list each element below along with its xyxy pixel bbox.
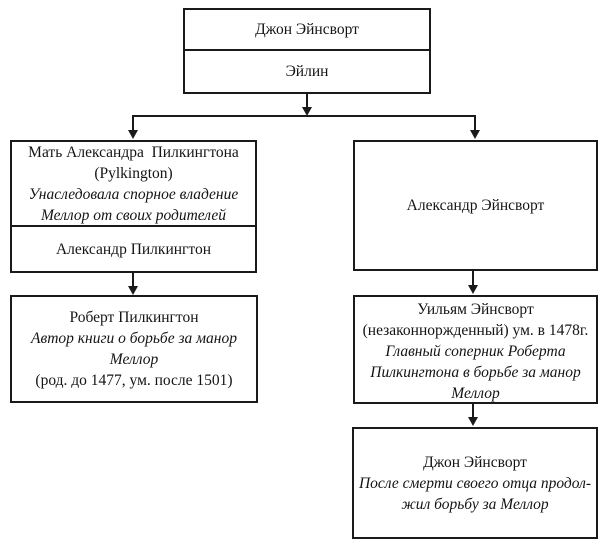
root-mother-name: Эйлин <box>285 63 329 80</box>
box-root-couple: Джон Эйнсворт Эйлин <box>183 8 431 94</box>
john-ainsworth-son-cell: Джон Эйнсворт После смерти своего отца п… <box>354 429 596 537</box>
connector-left-column <box>132 273 134 287</box>
john-son-note-line1: После смерти своего отца продол- <box>358 474 592 492</box>
connector-root-stem <box>306 94 308 109</box>
william-note-line3: Меллор <box>451 385 500 402</box>
john-son-note-line2: жил борьбу за Меллор <box>401 495 549 513</box>
connector-right-column-1 <box>472 271 474 286</box>
connector-right-drop <box>474 116 476 131</box>
arrowhead-left-column <box>128 286 138 295</box>
box-alexander-ainsworth: Александр Эйнсворт <box>353 140 598 271</box>
alexander-pilkington-cell: Александр Пилкингтон <box>12 227 255 271</box>
alexander-ainsworth-cell: Александр Эйнсворт <box>355 142 596 269</box>
alexander-ainsworth-name: Александр Эйнсворт <box>406 197 545 214</box>
mother-note-line2: Меллор от своих родителей <box>40 206 227 224</box>
mother-pilkington-info-cell: Мать Александра Пилкингтона (Pylkington)… <box>12 142 255 227</box>
box-john-ainsworth-son: Джон Эйнсворт После смерти своего отца п… <box>352 427 598 539</box>
arrowhead-right-column-1 <box>468 285 478 294</box>
connector-main-horizontal <box>132 115 476 117</box>
mother-name-line2: (Pylkington) <box>94 164 173 182</box>
root-father-name: Джон Эйнсворт <box>255 21 359 38</box>
arrowhead-root <box>302 107 312 116</box>
connector-left-drop <box>132 116 134 131</box>
william-note-line2: Пилкингтона в борьбе за манор <box>370 364 581 381</box>
mother-note-line1: Унаследовала спорное владение <box>28 185 239 203</box>
connector-right-column-2 <box>472 404 474 418</box>
robert-pilkington-cell: Роберт Пилкингтон Автор книги о борьбе з… <box>12 297 256 401</box>
william-name-line2: (незаконноржденный) ум. в 1478г. <box>362 322 589 339</box>
box-mother-pilkington: Мать Александра Пилкингтона (Pylkington)… <box>10 140 257 273</box>
root-father-cell: Джон Эйнсворт <box>185 10 429 51</box>
mother-name-line1: Мать Александра Пилкингтона <box>28 143 239 161</box>
arrowhead-right-drop <box>470 130 480 139</box>
robert-dates: (род. до 1477, ум. после 1501) <box>35 372 233 389</box>
robert-name: Роберт Пилкингтон <box>69 309 199 326</box>
root-mother-cell: Эйлин <box>185 51 429 92</box>
robert-note-line2: Меллор <box>109 351 159 368</box>
box-robert-pilkington: Роберт Пилкингтон Автор книги о борьбе з… <box>10 295 258 403</box>
william-ainsworth-cell: Уильям Эйнсворт (незаконноржденный) ум. … <box>355 297 596 406</box>
john-son-name: Джон Эйнсворт <box>423 453 527 471</box>
arrowhead-left-drop <box>128 130 138 139</box>
box-william-ainsworth: Уильям Эйнсворт (незаконноржденный) ум. … <box>353 295 598 404</box>
arrowhead-right-column-2 <box>468 417 478 426</box>
william-note-line1: Главный соперник Роберта <box>385 343 566 360</box>
william-name-line1: Уильям Эйнсворт <box>417 301 534 318</box>
alexander-pilkington-name: Александр Пилкингтон <box>55 240 212 258</box>
robert-note-line1: Автор книги о борьбе за манор <box>31 330 237 347</box>
